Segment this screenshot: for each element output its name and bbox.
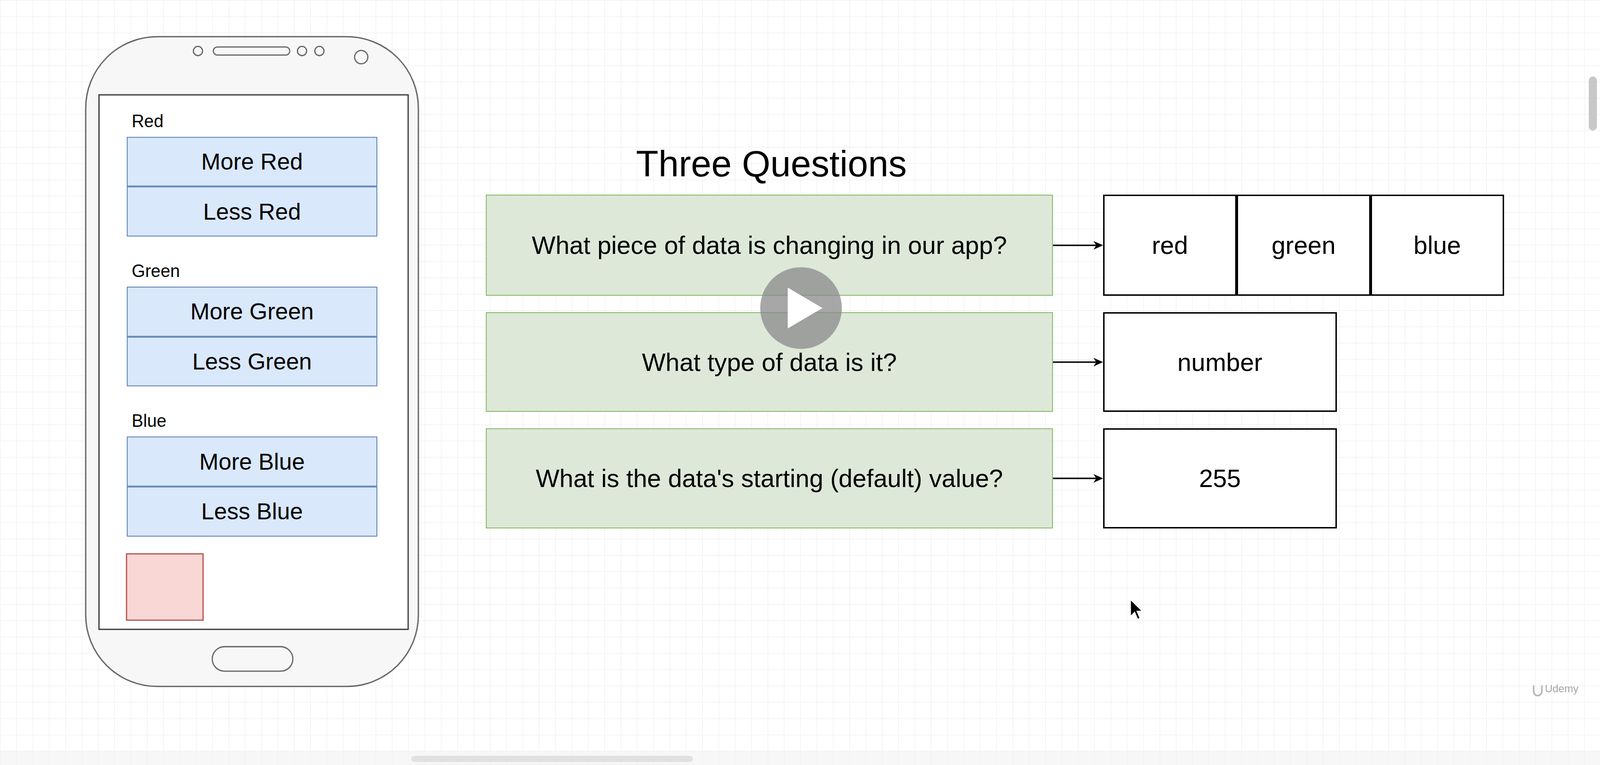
scrollbar-track <box>0 750 1600 765</box>
phone-sensor <box>297 46 307 56</box>
box-label: green <box>1271 230 1336 260</box>
answer-box: blue <box>1370 194 1505 296</box>
button-box: Less Green <box>126 336 378 387</box>
phone-speaker <box>213 46 291 55</box>
box-label: More Blue <box>199 448 306 476</box>
color-preview <box>126 554 204 621</box>
phone-camera <box>354 50 369 65</box>
scrollbar-thumb <box>1588 76 1598 131</box>
group-label: Green <box>131 261 180 282</box>
box-label: More Green <box>190 298 314 325</box>
box-label: More Red <box>201 148 304 175</box>
question-box: What type of data is it? <box>485 312 1054 413</box>
box-label: Less Red <box>203 198 302 226</box>
arrow-connector <box>1053 240 1104 250</box>
home-button <box>212 646 293 672</box>
phone-sensor <box>193 46 203 56</box>
box-label: Less Green <box>192 348 312 375</box>
connector-line <box>1053 361 1097 363</box>
button-box: Less Blue <box>126 486 378 537</box>
button-box: More Green <box>126 286 378 337</box>
phone-screen <box>98 94 409 630</box>
button-box: More Red <box>126 136 378 187</box>
arrow-connector <box>1053 474 1104 483</box>
button-box: Less Red <box>126 186 378 237</box>
box-label: What piece of data is changing in our ap… <box>532 230 1008 260</box>
box-label: What type of data is it? <box>641 347 897 377</box>
play-icon <box>787 287 823 329</box>
answer-box: red <box>1103 194 1237 296</box>
box-label: red <box>1151 230 1188 260</box>
group-label: Blue <box>131 411 167 432</box>
button-box: More Blue <box>126 436 378 487</box>
answer-box: 255 <box>1103 428 1337 529</box>
diagram-title: Three Questions <box>636 142 907 185</box>
box-label: 255 <box>1199 464 1241 494</box>
answer-box: number <box>1103 312 1337 413</box>
answer-box: green <box>1236 194 1371 296</box>
question-box: What is the data's starting (default) va… <box>485 428 1054 529</box>
play-button <box>760 267 842 349</box>
phone-sensor <box>314 46 324 56</box>
watermark-logo <box>1533 685 1542 696</box>
arrow-head <box>1093 358 1104 367</box>
mouse-cursor <box>1130 600 1142 620</box>
phone-body <box>85 36 419 687</box>
box-label: blue <box>1413 230 1461 260</box>
question-box: What piece of data is changing in our ap… <box>485 194 1054 296</box>
connector-line <box>1053 478 1097 480</box>
box-label: What is the data's starting (default) va… <box>535 464 1004 494</box>
group-label: Red <box>131 111 164 132</box>
arrow-connector <box>1053 358 1104 367</box>
watermark: Udemy <box>1545 682 1579 696</box>
arrow-head <box>1093 474 1104 483</box>
box-label: number <box>1177 347 1263 377</box>
connector-line <box>1053 244 1097 247</box>
arrow-head <box>1093 240 1104 250</box>
box-label: Less Blue <box>201 498 304 525</box>
